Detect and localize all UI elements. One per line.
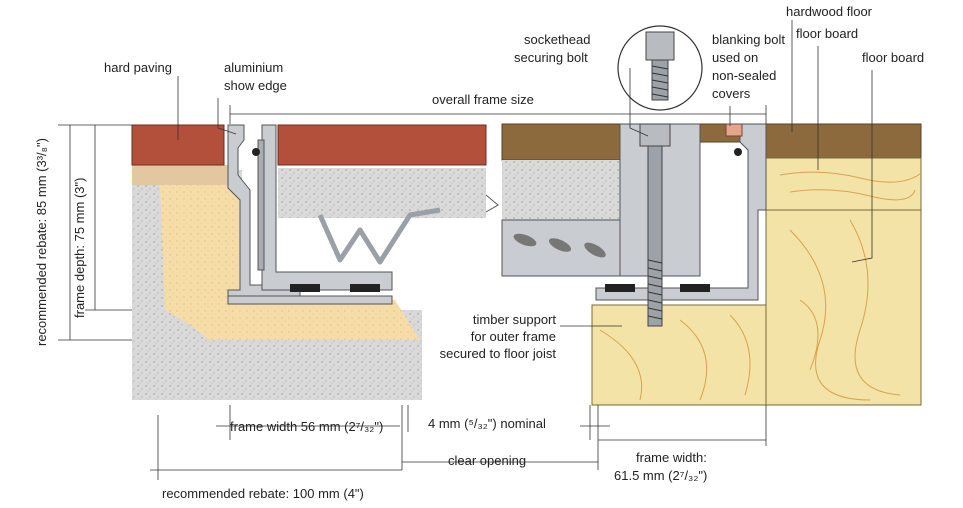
left-frame: [227, 124, 441, 305]
perforation-1: [513, 233, 537, 247]
leader-sockethead: [629, 68, 649, 137]
label-clear-opening: clear opening: [448, 453, 526, 468]
perforation-2: [548, 238, 572, 252]
label-show-edge: show edge: [224, 78, 287, 93]
floor-joist: [765, 209, 922, 406]
seal-left-1: [290, 284, 320, 292]
label-timber-3: secured to floor joist: [440, 346, 557, 361]
seal-left-2: [350, 284, 380, 292]
sockethead-bolt-shank: [647, 145, 663, 327]
seal-right-2: [680, 284, 710, 292]
label-blanking-2: used on: [712, 50, 758, 65]
seal-top-right: [734, 148, 742, 156]
bedding-layer-left: [132, 165, 232, 185]
dimension-lines: [58, 105, 767, 480]
label-securing-bolt: securing bolt: [514, 50, 588, 65]
sockethead-bolt-head: [639, 123, 671, 147]
label-hardwood-floor: hardwood floor: [786, 4, 873, 19]
label-frame-depth: frame depth: 75 mm (3"): [72, 178, 87, 318]
floor-joist-grain: [789, 219, 901, 401]
bolt-thread: [647, 259, 663, 320]
label-timber-1: timber support: [473, 312, 556, 327]
blanking-bolt-inset-head: [645, 31, 675, 61]
label-floor-board-1: floor board: [796, 26, 858, 41]
reinforcing-bar-left: [317, 207, 441, 265]
label-blanking-1: blanking bolt: [712, 32, 785, 47]
label-frame-width-61-line2: 61.5 mm (2⁷/₃₂"): [614, 468, 707, 483]
label-timber-2: for outer frame: [471, 329, 556, 344]
perforation-3: [584, 242, 606, 258]
hardwood-floor-right: [765, 123, 922, 159]
label-gap-4mm: 4 mm (⁵/₃₂") nominal: [428, 416, 546, 431]
right-substrate: [501, 25, 922, 406]
label-blanking-4: covers: [712, 86, 751, 101]
label-rebate-100: recommended rebate: 100 mm (4"): [162, 486, 364, 501]
tray-lip-left: [257, 139, 265, 271]
left-substrate: [131, 124, 487, 400]
right-outer-frame: [595, 123, 767, 301]
cover-tray-left: [261, 124, 393, 291]
blanking-cap: [725, 123, 743, 137]
concrete-infill-left: [278, 168, 486, 218]
concrete-infill-right: [502, 160, 620, 220]
label-frame-width-61-line1: frame width:: [636, 450, 707, 465]
leader-show-edge: [217, 98, 237, 135]
seal-right-1: [605, 284, 635, 292]
label-hard-paving: hard paving: [104, 60, 172, 75]
bottom-rail-left: [227, 295, 393, 305]
label-sockethead: sockethead: [524, 32, 591, 47]
label-aluminium: aluminium: [224, 60, 283, 75]
timber-support-grain: [599, 314, 751, 401]
leader-floor-board-2: [851, 70, 873, 263]
floor-board: [765, 157, 922, 211]
blanking-bolt-inset-thread: [651, 65, 669, 98]
break-line: [485, 194, 499, 213]
timber-support: [591, 304, 767, 406]
label-frame-width-56: frame width 56 mm (2⁷/₃₂"): [230, 419, 383, 434]
label-floor-board-2: floor board: [862, 50, 924, 65]
label-rebate-85: recommended rebate: 85 mm (3³/₈"): [34, 138, 49, 346]
label-blanking-3: non-sealed: [712, 68, 776, 83]
floor-board-grain: [779, 171, 921, 201]
label-overall-frame-size: overall frame size: [432, 92, 534, 107]
seal-top-left: [252, 148, 260, 156]
hardwood-floor-left: [501, 123, 631, 161]
brick-infill: [277, 124, 487, 166]
leader-lines: [177, 20, 873, 327]
